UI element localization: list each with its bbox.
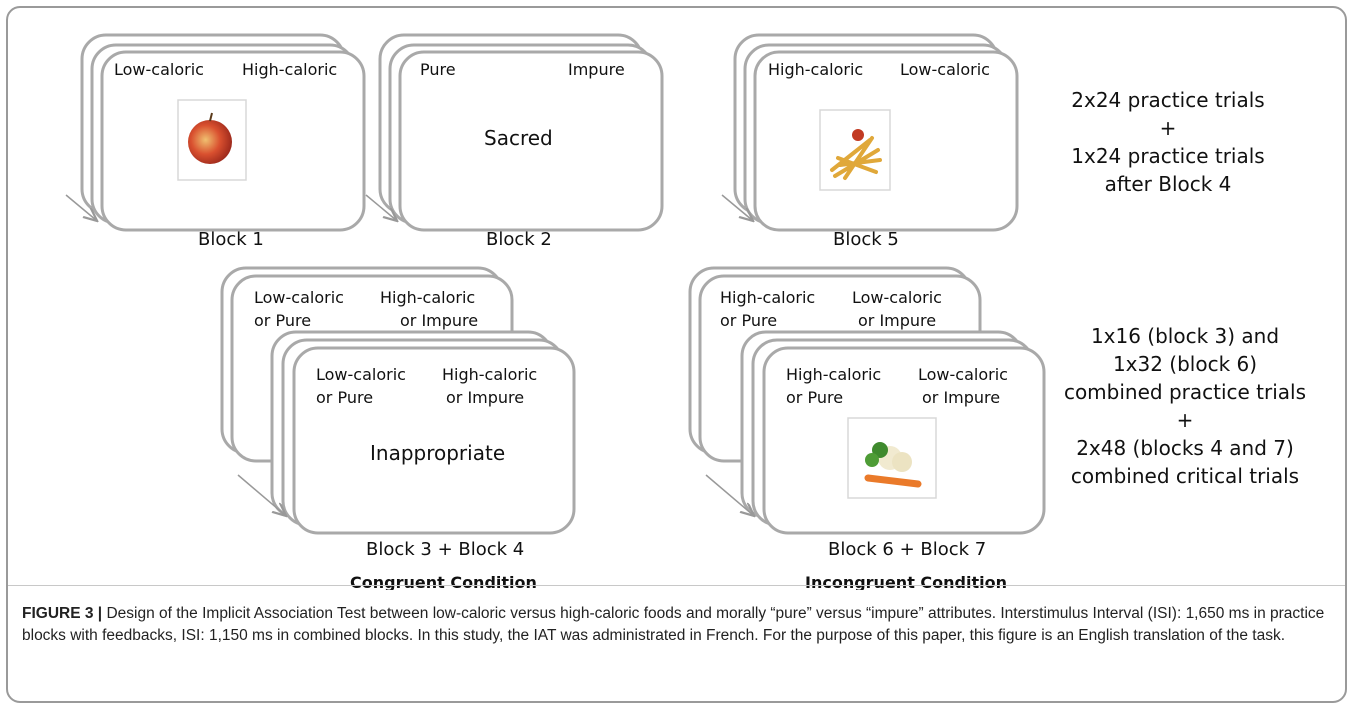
block-6-7-arrow [705,474,753,515]
block-5-stack: High-caloric Low-caloric Block 5 [721,33,1019,250]
block-6-7-back-right-line-2: or Impure [858,311,936,330]
block-5-label: Block 5 [833,229,899,250]
block-6-7-back-left-line-2: or Pure [720,311,777,330]
block-2-left-category: Pure [420,60,456,79]
combined-trials-note: 1x16 (block 3) and 1x32 (block 6) combin… [1064,324,1306,488]
block-6-7-front-left-line-2: or Pure [786,388,843,407]
pasta-image [819,109,891,191]
figure-frame [6,6,1347,703]
block-3-4-back-left-line-2: or Pure [254,311,311,330]
note-top-line-4: after Block 4 [1105,172,1232,196]
block-3-4-stimulus-word: Inappropriate [370,441,505,465]
note-top-line-3: 1x24 practice trials [1071,144,1264,168]
block-3-4-back-right-line-2: or Impure [400,311,478,330]
figure-label: FIGURE 3 | [22,605,103,622]
note-bottom-line-6: combined critical trials [1071,464,1299,488]
block-1-arrow [65,194,96,220]
block-1-right-category: High-caloric [242,60,337,79]
vegetable-image [847,417,937,499]
block-3-4-front-right-line-2: or Impure [446,388,524,407]
iat-diagram: Low-caloric High-caloric Block 1 Pure Im… [65,33,1306,590]
block-3-4-arrow [237,474,285,515]
note-bottom-line-4: + [1177,408,1194,432]
note-bottom-line-1: 1x16 (block 3) and [1091,324,1279,348]
block-3-4-front-right-line-1: High-caloric [442,365,537,384]
apple-image [177,99,247,181]
caption-divider [8,585,1345,586]
block-1-left-category: Low-caloric [114,60,204,79]
block-5-right-category: Low-caloric [900,60,990,79]
block-2-label: Block 2 [486,229,552,250]
block-2-right-category: Impure [568,60,625,79]
note-top-line-1: 2x24 practice trials [1071,88,1264,112]
block-2-arrow [365,194,396,220]
block-3-4-back-left-line-1: Low-caloric [254,288,344,307]
block-1-stack: Low-caloric High-caloric Block 1 [65,33,366,250]
block-3-4-stack: Low-caloric or Pure High-caloric or Impu… [220,266,576,590]
block-6-7-stack: High-caloric or Pure Low-caloric or Impu… [688,266,1046,590]
block-6-7-front-right-line-1: Low-caloric [918,365,1008,384]
practice-trials-note: 2x24 practice trials + 1x24 practice tri… [1071,88,1264,196]
note-bottom-line-5: 2x48 (blocks 4 and 7) [1076,436,1294,460]
block-6-7-back-left-line-1: High-caloric [720,288,815,307]
block-2-stimulus-word: Sacred [484,126,553,150]
caption-text: Design of the Implicit Association Test … [22,605,1325,644]
block-3-4-front-left-line-2: or Pure [316,388,373,407]
block-1-label: Block 1 [198,229,264,250]
congruent-condition-label: Congruent Condition [350,573,537,590]
incongruent-condition-label: Incongruent Condition [805,573,1007,590]
block-6-7-back-right-line-1: Low-caloric [852,288,942,307]
block-3-4-label: Block 3 + Block 4 [366,539,524,560]
block-5-left-category: High-caloric [768,60,863,79]
note-bottom-line-3: combined practice trials [1064,380,1306,404]
block-5-arrow [721,194,752,220]
block-3-4-back-right-line-1: High-caloric [380,288,475,307]
block-6-7-label: Block 6 + Block 7 [828,539,986,560]
block-3-4-front-left-line-1: Low-caloric [316,365,406,384]
figure-caption: FIGURE 3 | Design of the Implicit Associ… [22,603,1335,647]
block-6-7-front-right-line-2: or Impure [922,388,1000,407]
note-top-line-2: + [1160,116,1177,140]
block-2-stack: Pure Impure Sacred Block 2 [365,33,664,250]
note-bottom-line-2: 1x32 (block 6) [1113,352,1257,376]
block-6-7-front-left-line-1: High-caloric [786,365,881,384]
